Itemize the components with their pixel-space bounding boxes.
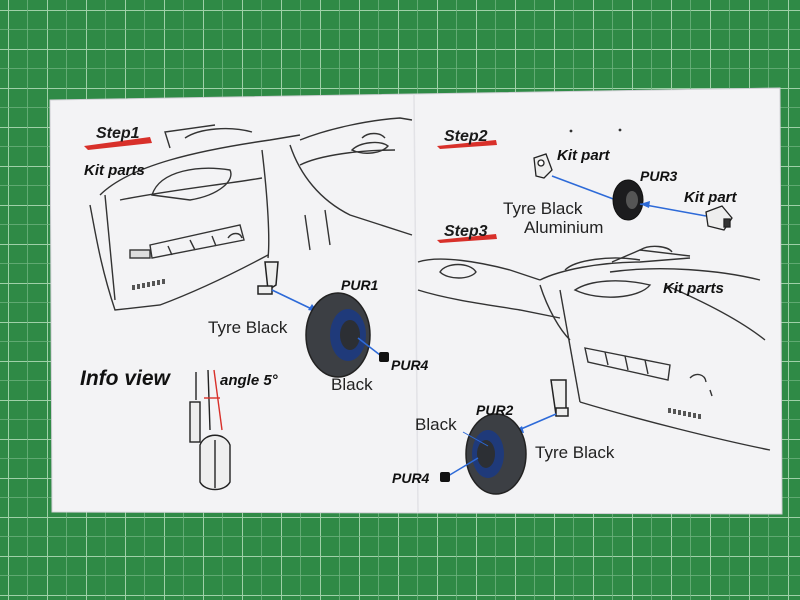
step2-part-number: PUR3 (640, 168, 678, 184)
step3-axle-nut (440, 472, 450, 482)
step3-hub-label: Black (415, 415, 457, 434)
step3-part-number: PUR2 (476, 402, 514, 418)
step2-accent (437, 140, 497, 149)
info-view-drawing (189, 369, 231, 491)
step3-wheel (465, 413, 527, 495)
step3-vent-strip (668, 408, 701, 419)
step2-kit-part-right-label: Kit part (684, 189, 737, 206)
step1-vent-strip (132, 279, 165, 290)
step3-accent (437, 234, 497, 243)
step2-tyre-label: Tyre Black (503, 199, 583, 218)
step1-hub-label: Black (331, 375, 373, 394)
info-view-angle: angle 5° (220, 372, 278, 389)
step1-title: Step1 (96, 125, 140, 142)
step3-title: Step3 (444, 223, 488, 240)
step1-accent (84, 137, 152, 150)
step2-kit-part-hub (705, 205, 733, 231)
step3-tyre-label: Tyre Black (535, 443, 615, 462)
step2-title: Step2 (444, 128, 488, 145)
step2-kit-part-strut (533, 153, 553, 179)
step3-fuselage-drawing (417, 245, 771, 451)
step2-kit-part-top-label: Kit part (557, 147, 610, 164)
step1-tyre-label: Tyre Black (208, 318, 288, 337)
step1-part-number: PUR1 (341, 277, 379, 293)
step1-axle-nut (379, 352, 389, 362)
step2-arrow-left (551, 175, 617, 201)
step2-wheel (612, 179, 644, 221)
step3-gear-leg (550, 379, 569, 417)
step2-hub-label: Aluminium (524, 218, 604, 237)
step2-arrow-right (639, 203, 707, 217)
step1-kit-parts-label: Kit parts (84, 162, 145, 179)
info-view-title: Info view (80, 367, 170, 390)
step1-fuselage-drawing (89, 117, 413, 311)
step3-kit-parts-label: Kit parts (663, 280, 724, 297)
step1-nut-part-number: PUR4 (391, 357, 429, 373)
step1-wheel (305, 292, 371, 378)
step3-nut-part-number: PUR4 (392, 470, 430, 486)
